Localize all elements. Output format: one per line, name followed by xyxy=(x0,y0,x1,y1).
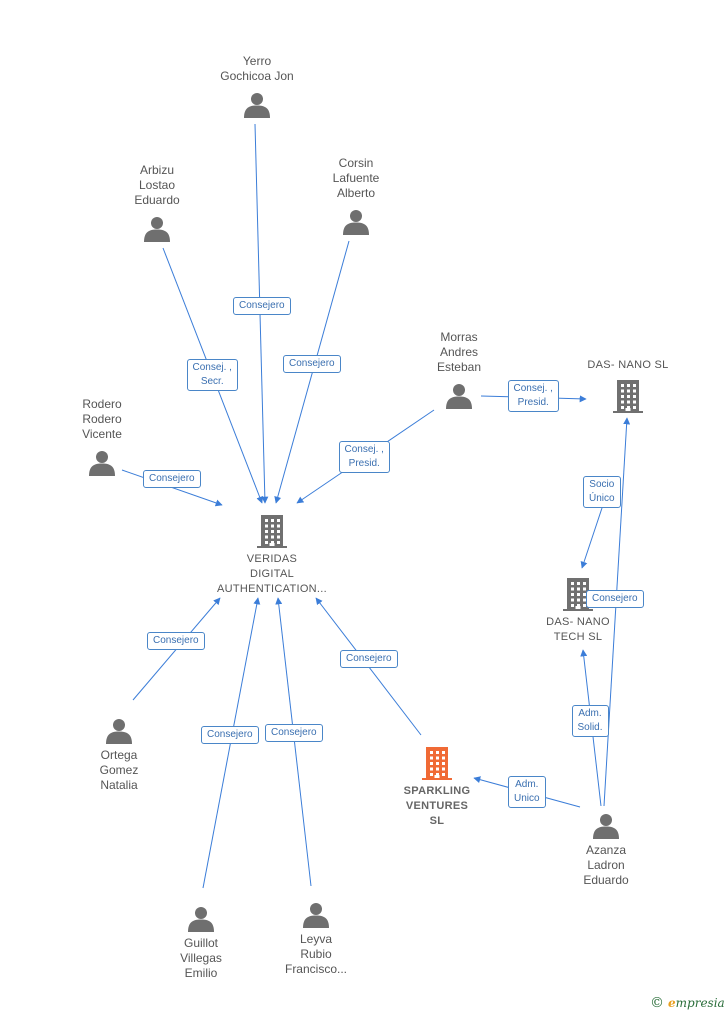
brand-name: mpresia xyxy=(675,996,725,1010)
edge-label-yerro-to-veridas[interactable]: Consejero xyxy=(233,297,291,315)
brand-watermark: © empresia xyxy=(650,995,725,1011)
node-label: Leyva Rubio Francisco... xyxy=(284,932,347,976)
node-label: Ortega Gomez Natalia xyxy=(99,748,139,792)
node-dasnanosl[interactable]: DAS- NANO SL xyxy=(568,358,688,413)
node-yerro[interactable]: Yerro Gochicoa Jon xyxy=(197,54,317,118)
edge-label-morras-to-dasnanosl[interactable]: Consej. , Presid. xyxy=(507,380,559,412)
node-arbizu[interactable]: Arbizu Lostao Eduardo xyxy=(97,163,217,242)
edge-label-leyva-to-veridas[interactable]: Consejero xyxy=(265,724,323,742)
edge-label-rodero-to-veridas[interactable]: Consejero xyxy=(143,470,201,488)
node-guillot[interactable]: Guillot Villegas Emilio xyxy=(141,904,261,981)
person-icon xyxy=(256,900,376,928)
edge-label-sparkling-to-veridas[interactable]: Consejero xyxy=(340,650,398,668)
edge-azanza-to-dasnanosl xyxy=(603,417,631,807)
node-label: Yerro Gochicoa Jon xyxy=(220,54,294,83)
node-corsin[interactable]: Corsin Lafuente Alberto xyxy=(296,156,416,235)
node-label: VERIDAS DIGITAL AUTHENTICATION... xyxy=(216,553,327,595)
node-leyva[interactable]: Leyva Rubio Francisco... xyxy=(256,900,376,977)
edge-label-corsin-to-veridas[interactable]: Consejero xyxy=(283,355,341,373)
edge-label-azanza-to-dasnanosl[interactable]: Consejero xyxy=(586,590,644,608)
brand-initial: e xyxy=(668,996,676,1010)
edge-label-ortega-to-veridas[interactable]: Consejero xyxy=(147,632,205,650)
node-label: DAS- NANO TECH SL xyxy=(546,616,610,643)
node-label: Arbizu Lostao Eduardo xyxy=(134,163,180,207)
edge-leyva-to-veridas xyxy=(275,597,312,887)
edge-label-arbizu-to-veridas[interactable]: Consej. , Secr. xyxy=(186,359,238,391)
edge-label-morras-to-veridas[interactable]: Consej. , Presid. xyxy=(338,441,390,473)
building-icon xyxy=(377,746,497,780)
node-label: Morras Andres Esteban xyxy=(436,330,482,374)
node-veridas[interactable]: VERIDAS DIGITAL AUTHENTICATION... xyxy=(212,514,332,597)
person-icon xyxy=(399,381,519,409)
edge-label-guillot-to-veridas[interactable]: Consejero xyxy=(201,726,259,744)
person-icon xyxy=(296,207,416,235)
building-icon xyxy=(212,514,332,548)
node-sparkling[interactable]: SPARKLING VENTURES SL xyxy=(377,746,497,829)
person-icon xyxy=(97,214,217,242)
node-rodero[interactable]: Rodero Rodero Vicente xyxy=(42,397,162,476)
node-label: DAS- NANO SL xyxy=(587,359,669,371)
copyright-symbol: © xyxy=(650,995,664,1011)
edge-label-azanza-to-dasnanotech[interactable]: Adm. Solid. xyxy=(571,705,609,737)
node-azanza[interactable]: Azanza Ladron Eduardo xyxy=(546,811,666,888)
node-label: Corsin Lafuente Alberto xyxy=(332,156,380,200)
person-icon xyxy=(197,90,317,118)
edge-dasnanosl-to-dasnanotech xyxy=(580,507,603,569)
node-label: SPARKLING VENTURES SL xyxy=(403,785,471,827)
person-icon xyxy=(42,448,162,476)
person-icon xyxy=(546,811,666,839)
node-label: Guillot Villegas Emilio xyxy=(180,936,222,980)
edge-label-dasnanosl-to-dasnanotech[interactable]: Socio Único xyxy=(583,476,621,508)
building-icon xyxy=(518,577,638,611)
node-label: Azanza Ladron Eduardo xyxy=(583,843,629,887)
node-dasnanotech[interactable]: DAS- NANO TECH SL xyxy=(518,577,638,645)
node-label: Rodero Rodero Vicente xyxy=(82,397,122,441)
node-ortega[interactable]: Ortega Gomez Natalia xyxy=(59,716,179,793)
edge-label-azanza-to-sparkling[interactable]: Adm. Unico xyxy=(508,776,546,808)
person-icon xyxy=(141,904,261,932)
node-morras[interactable]: Morras Andres Esteban xyxy=(399,330,519,409)
person-icon xyxy=(59,716,179,744)
building-icon xyxy=(568,379,688,413)
